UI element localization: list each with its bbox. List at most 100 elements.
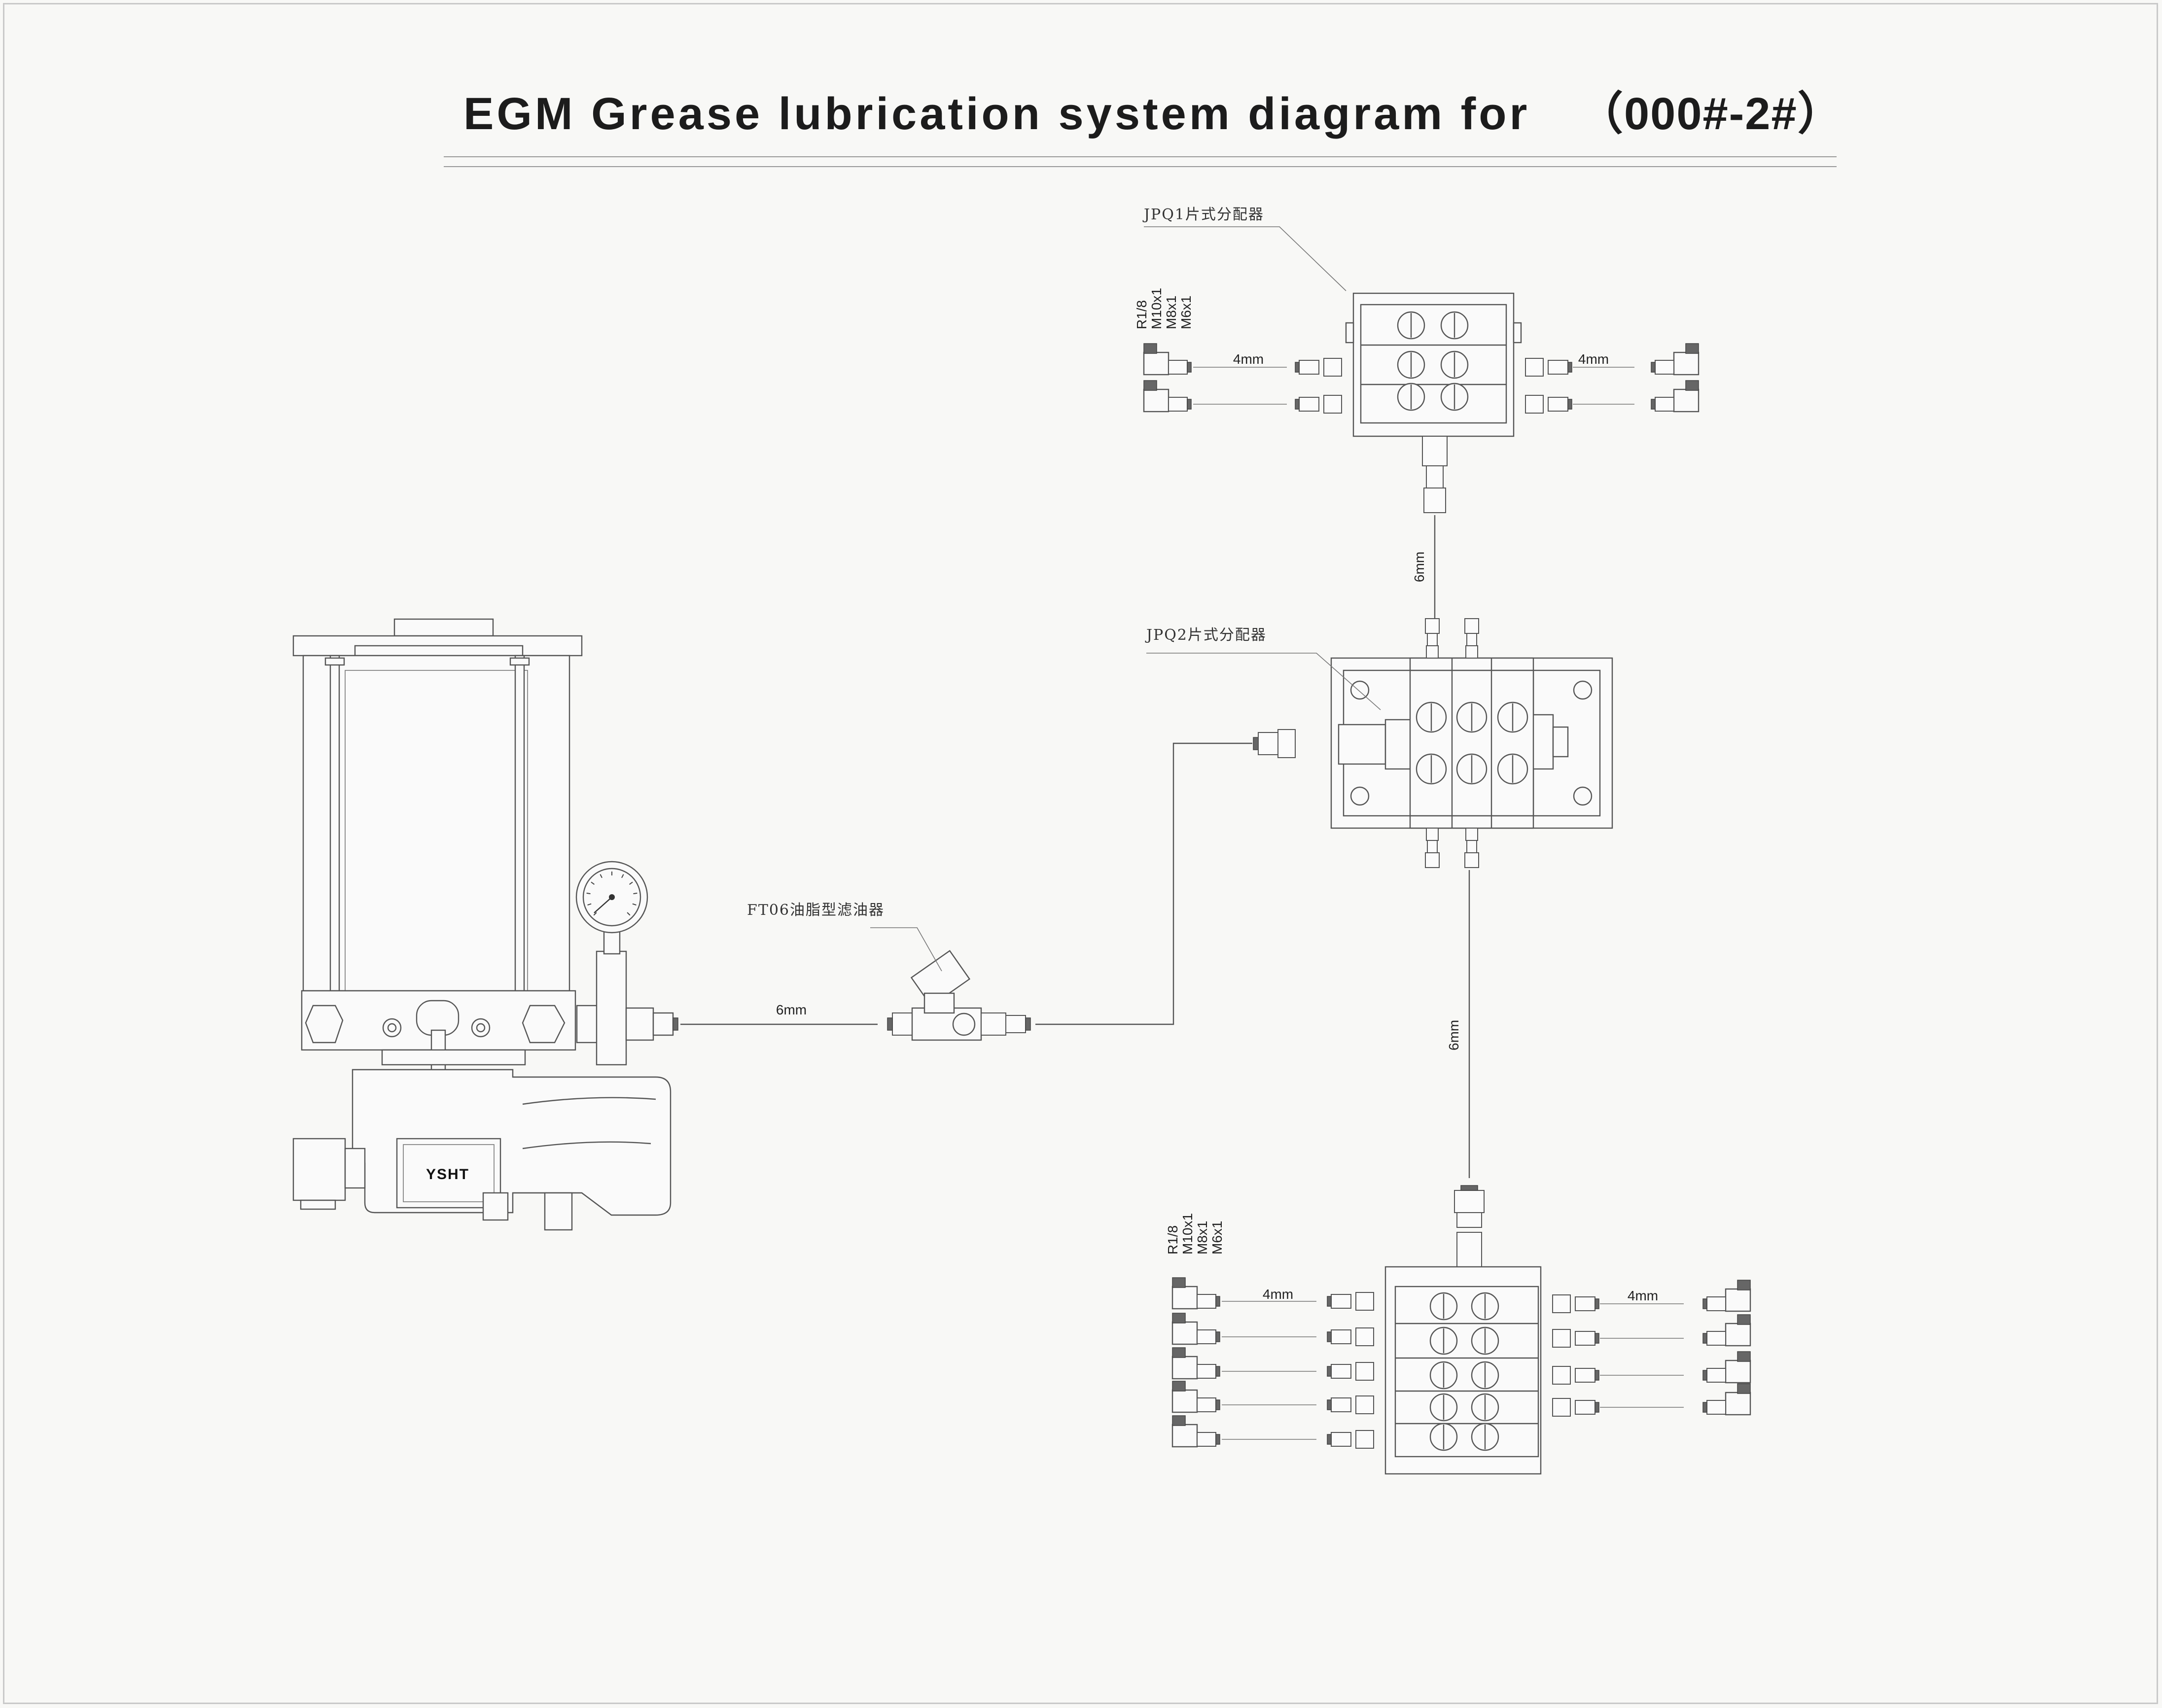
outlet-collet: [1427, 840, 1438, 853]
inlet-collet: [1253, 737, 1259, 750]
elbow-push-fitting: [1655, 360, 1674, 375]
diagram-title-model: （000#-2#）: [1578, 89, 1844, 139]
elbow-push-fitting: [1706, 1331, 1726, 1346]
pump-tie-rod-right: [514, 655, 525, 992]
jpq1-inlet-tail: [1423, 488, 1446, 513]
outlet-push-fitting: [1575, 1368, 1595, 1383]
jpq1-piston-ports: [1397, 311, 1469, 411]
gauge-tick: [632, 903, 637, 906]
outlet-push-fitting: [1331, 1329, 1351, 1344]
outlet-push-fitting: [652, 1012, 674, 1036]
outlet-hex: [1552, 1398, 1571, 1417]
elbow-push-fitting: [1197, 1329, 1216, 1344]
outlet-push-fitting: [1299, 397, 1319, 412]
jpq2-label: JPQ2片式分配器: [1145, 627, 1267, 644]
filter-outlet-fitting: [981, 1012, 1006, 1036]
outlet-push-fitting: [1331, 1397, 1351, 1412]
jpq1-inlet-push: [1426, 465, 1444, 488]
filter-inlet-fitting: [892, 1012, 913, 1036]
outlet-hex: [1355, 1362, 1374, 1381]
elbow-collet: [1215, 1331, 1220, 1342]
elbow-collet: [1702, 1333, 1707, 1344]
thread-spec: M6x1: [1209, 1221, 1225, 1255]
elbow-fitting: [1143, 351, 1170, 376]
page-frame: [3, 3, 2158, 1704]
jpq1-inlet-hex: [1422, 436, 1448, 466]
filter-inlet-collet: [887, 1017, 893, 1031]
gauge-tick: [591, 881, 595, 885]
elbow-cap: [1172, 1277, 1186, 1288]
motor-connector: [292, 1138, 346, 1201]
jpq2-piston-ports: [1416, 701, 1528, 785]
filter-neck: [923, 992, 955, 1014]
elbow-fitting: [1725, 1288, 1751, 1312]
outlet-push-fitting: [1548, 360, 1568, 375]
outlet-collet: [1327, 1331, 1332, 1342]
outlet-collet: [1466, 840, 1477, 853]
nameplate-inner: [403, 1144, 495, 1202]
inlet-hex: [1277, 729, 1296, 758]
lower-right-outlet-label: 4mm: [1628, 1288, 1658, 1303]
mount-hole: [1573, 786, 1593, 806]
elbow-cap: [1172, 1347, 1186, 1358]
housing-contour: [522, 1097, 656, 1105]
pump-foot: [482, 1192, 509, 1221]
lower-section-dividers: [1395, 1323, 1538, 1425]
connector-gland: [300, 1199, 336, 1210]
jpq1-side-plug: [1345, 322, 1354, 344]
gauge-needle: [594, 897, 612, 913]
outlet-hex: [1355, 1395, 1374, 1414]
pump-top-knob: [393, 618, 494, 637]
outlet-collet: [1327, 1399, 1332, 1410]
pump-top-plate: [354, 645, 524, 657]
thread-spec: M10x1: [1180, 1213, 1195, 1255]
outlet-collet: [1327, 1434, 1332, 1445]
pump-reservoir: [302, 655, 570, 992]
tube-label-jpq2-jpq1: 6mm: [1412, 552, 1427, 582]
thread-spec: M6x1: [1178, 296, 1194, 329]
elbow-fitting: [1171, 1389, 1198, 1413]
elbow-cap: [1143, 380, 1157, 391]
filter-leader: [870, 927, 942, 972]
thread-spec: R1/8: [1134, 300, 1149, 329]
outlet-collet: [673, 1017, 678, 1031]
outlet-push-fitting: [1575, 1331, 1595, 1346]
outlet-collet: [1427, 633, 1438, 646]
elbow-collet: [1702, 1370, 1707, 1381]
lower-inlet-collet: [1460, 1185, 1478, 1191]
thread-spec: M10x1: [1149, 288, 1164, 329]
elbow-push-fitting: [1197, 1364, 1216, 1379]
outlet-push-fitting: [1548, 397, 1568, 412]
elbow-collet: [1187, 362, 1192, 373]
elbow-push-fitting: [1706, 1296, 1726, 1311]
elbow-collet: [1215, 1399, 1220, 1410]
outlet-push-fitting: [1575, 1296, 1595, 1311]
thread-spec: M8x1: [1195, 1221, 1210, 1255]
elbow-collet: [1651, 399, 1656, 410]
outlet-push-fitting: [1575, 1400, 1595, 1415]
nameplate: [396, 1138, 501, 1209]
outlet-collet: [1595, 1370, 1599, 1381]
elbow-cap: [1685, 343, 1699, 354]
outlet-push-fitting: [1299, 360, 1319, 375]
lower-stack: [1394, 1286, 1539, 1458]
pressure-gauge: [575, 861, 648, 934]
thread-spec: M8x1: [1164, 296, 1179, 329]
lower-left-outlet-label: 4mm: [1263, 1287, 1293, 1302]
jpq1-side-plug: [1513, 322, 1522, 344]
grease-filter: [887, 950, 1031, 1041]
outlet-push-fitting: [1331, 1294, 1351, 1309]
gauge-tick: [629, 881, 633, 885]
mount-hole: [1350, 680, 1370, 700]
jpq2-inlet-fitting: [1253, 729, 1296, 758]
gauge-tick: [600, 874, 603, 878]
pump-port-inner: [476, 1023, 486, 1033]
elbow-cap: [1172, 1415, 1186, 1426]
grease-pump: YSHT: [292, 618, 678, 1231]
elbow-cap: [1172, 1313, 1186, 1324]
elbow-cap: [1685, 380, 1699, 391]
outlet-push-fitting: [1425, 852, 1440, 868]
outlet-hex: [1426, 828, 1439, 841]
gauge-tee: [596, 950, 627, 1066]
